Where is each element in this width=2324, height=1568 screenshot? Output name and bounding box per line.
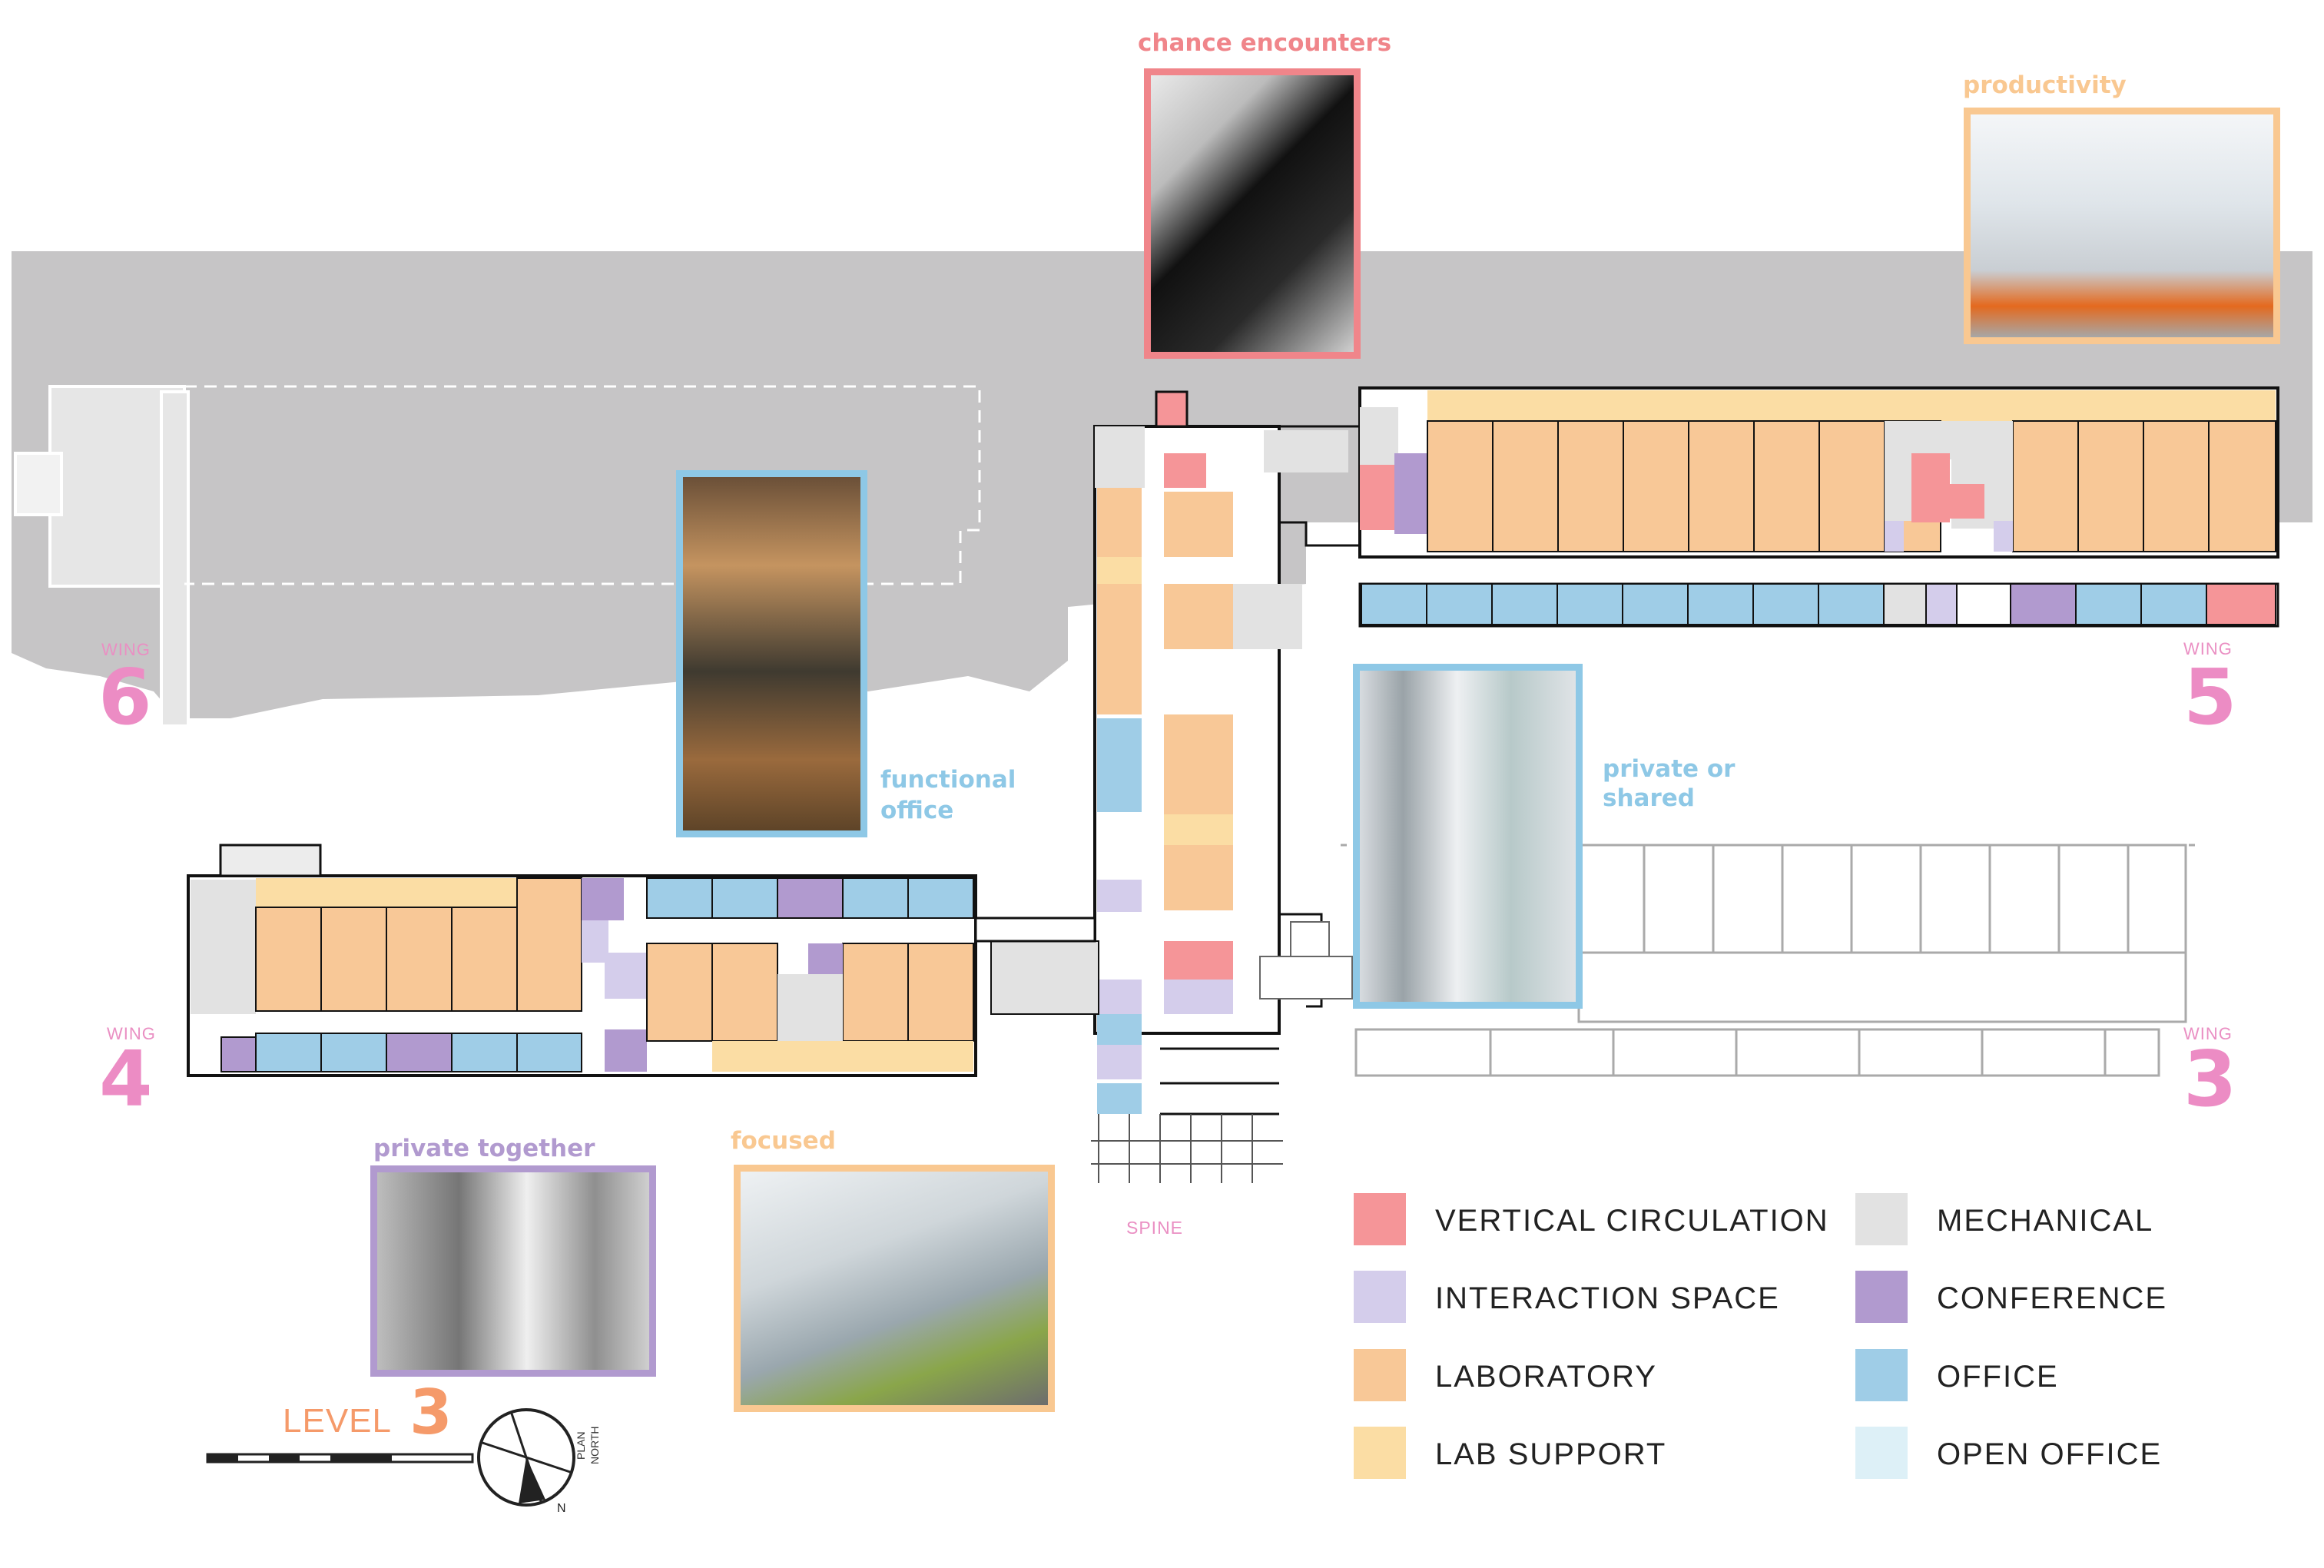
swatch-office [1855,1349,1908,1401]
photo-focused [734,1165,1055,1412]
photo-productivity [1964,108,2280,344]
plan-north-label-2: NORTH [588,1426,601,1464]
photo-functional-office [676,470,867,837]
wing-4-label: WING [107,1024,156,1043]
spine-label: SPINE [1126,1218,1184,1238]
legend-label: OFFICE [1937,1360,2059,1394]
wing-6-existing [14,385,190,728]
caption-chance-encounters: chance encounters [1138,29,1392,57]
plan-north-label-1: PLAN [575,1431,587,1460]
scale-bar [206,1453,474,1464]
caption-functional-office-1: functional [880,766,1016,794]
caption-private-or-shared-1: private or [1603,755,1736,783]
swatch-laboratory [1354,1349,1406,1401]
legend-label: LAB SUPPORT [1435,1437,1667,1471]
north-letter: N [557,1502,566,1515]
legend-label: INTERACTION SPACE [1435,1281,1780,1315]
caption-focused: focused [731,1127,836,1155]
caption-private-together: private together [373,1135,595,1162]
legend-label: VERTICAL CIRCULATION [1435,1204,1829,1238]
wing-6-label: WING [101,640,151,659]
photo-private-together [370,1165,656,1377]
swatch-lab-support [1354,1427,1406,1479]
wing-6-number: 6 [98,652,152,742]
wing-5-number: 5 [2183,652,2237,742]
caption-productivity: productivity [1963,71,2127,99]
caption-functional-office-2: office [880,797,954,824]
swatch-mechanical [1855,1193,1908,1245]
wing-4-number: 4 [99,1034,153,1124]
caption-private-or-shared-2: shared [1603,784,1695,812]
legend-label: CONFERENCE [1937,1281,2168,1315]
wing-4 [187,844,1099,1077]
wing-3-label: WING [2183,1024,2233,1043]
wing-4-labs-north [255,877,582,1012]
wing-4-offices-north [646,877,974,919]
legend-label: MECHANICAL [1937,1204,2154,1238]
wing-4-offices-south [220,1033,582,1072]
photo-chance-encounters [1144,68,1361,359]
wing-4-labs-south [646,943,974,1042]
level-label: LEVEL [283,1402,392,1440]
wing-5 [1358,386,2279,628]
level-number: 3 [409,1377,453,1448]
spine [1091,390,1446,1183]
wing-5-offices [1361,583,2276,625]
swatch-conference [1855,1271,1908,1323]
wing-5-labs [1427,420,2276,552]
legend-label: LABORATORY [1435,1360,1657,1394]
swatch-interaction-space [1354,1271,1406,1323]
legend-label: OPEN OFFICE [1937,1437,2163,1471]
north-arrow-icon [477,1408,575,1507]
wing-3-number: 3 [2183,1034,2237,1124]
wing-5-label: WING [2183,639,2233,658]
swatch-vertical-circulation [1354,1193,1406,1245]
photo-private-or-shared [1353,664,1583,1009]
swatch-open-office [1855,1427,1908,1479]
